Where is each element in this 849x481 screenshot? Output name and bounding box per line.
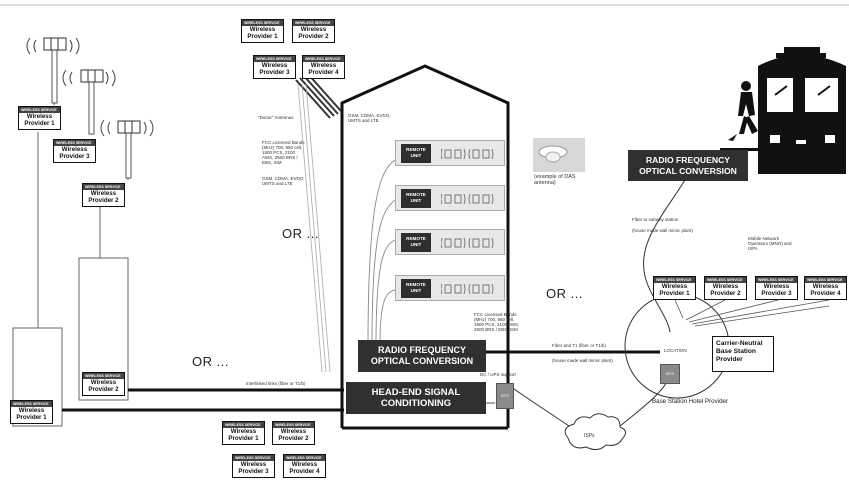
or-label-3: OR ... [546, 286, 583, 301]
house-made-note-1: (house made wall mimic plant) [632, 228, 693, 233]
cloud-label: ISPs [584, 433, 595, 439]
antenna-icon [441, 148, 494, 160]
remote-unit-label: REMOTE UNIT [401, 279, 431, 298]
or-label-2: OR ... [192, 354, 229, 369]
antenna-icon [441, 193, 494, 205]
das-example-note: (example of DAS antenna) [534, 174, 576, 186]
remote-unit-1: REMOTE UNIT [395, 140, 505, 166]
building-outline [340, 64, 510, 428]
fiber-t1-note: Fiber and T1 (fiber or T1/b) [552, 343, 606, 348]
remote-unit-2: REMOTE UNIT [395, 185, 505, 211]
or-label-1: OR ... [282, 226, 319, 241]
antenna-icon [441, 283, 494, 295]
subway-train-graphic [758, 47, 846, 174]
das-antenna-photo [533, 138, 585, 172]
remote-unit-label: REMOTE UNIT [401, 233, 431, 252]
tower-mast-1 [51, 47, 58, 104]
carrier-neutral-box: Carrier-Neutral Base Station Provider [712, 336, 774, 372]
head-end-box: HEAD-END SIGNAL CONDITIONING [346, 382, 486, 414]
mno-note: Mobile Network Operators (MNO) and ISPs [748, 236, 792, 251]
fcc-right-note: FCC Licensed Bands (MHz) 700, 850 cell, … [474, 312, 520, 332]
house-made-note-2: (house made wall mimic plant) [552, 358, 613, 363]
location-note: LOCATION [664, 348, 687, 353]
remote-unit-4: REMOTE UNIT [395, 275, 505, 301]
passenger-figure [728, 81, 758, 141]
remote-unit-3: REMOTE UNIT [395, 229, 505, 255]
antenna-icon [441, 237, 494, 249]
dc-support-note: DC / UPS support [480, 372, 516, 377]
tower-mast-3 [125, 132, 132, 179]
bts-box: BTS [660, 364, 680, 384]
base-station-hotel-label: Base Station Hotel Provider [652, 398, 729, 405]
fcc-left-note: FCC Licensed Bands (MHz) 700, 850 cell, … [262, 140, 305, 165]
tower-mast-2 [88, 81, 95, 135]
rf-optical-conversion-box: RADIO FREQUENCY OPTICAL CONVERSION [358, 340, 486, 372]
donor-antennas-note: "Donor" Antennas [258, 115, 294, 120]
remote-unit-label: REMOTE UNIT [401, 189, 431, 208]
gsm-left-note: GSM, CDMA, EVDO, UMTS and LTE [262, 176, 305, 186]
gsm-top-note: GSM, CDMA, EVDO, UMTS and LTE [348, 113, 391, 123]
rf-optical-conversion-right-box: RADIO FREQUENCY OPTICAL CONVERSION [628, 150, 748, 181]
remote-unit-label: REMOTE UNIT [401, 144, 431, 163]
interlinks-note: Interlinked links (fiber or T1/b) [246, 381, 306, 386]
cloud-shape [564, 413, 626, 451]
dc-support-box: BTS [496, 383, 514, 409]
fiber-subway-note: Fiber to subway station [632, 217, 679, 222]
